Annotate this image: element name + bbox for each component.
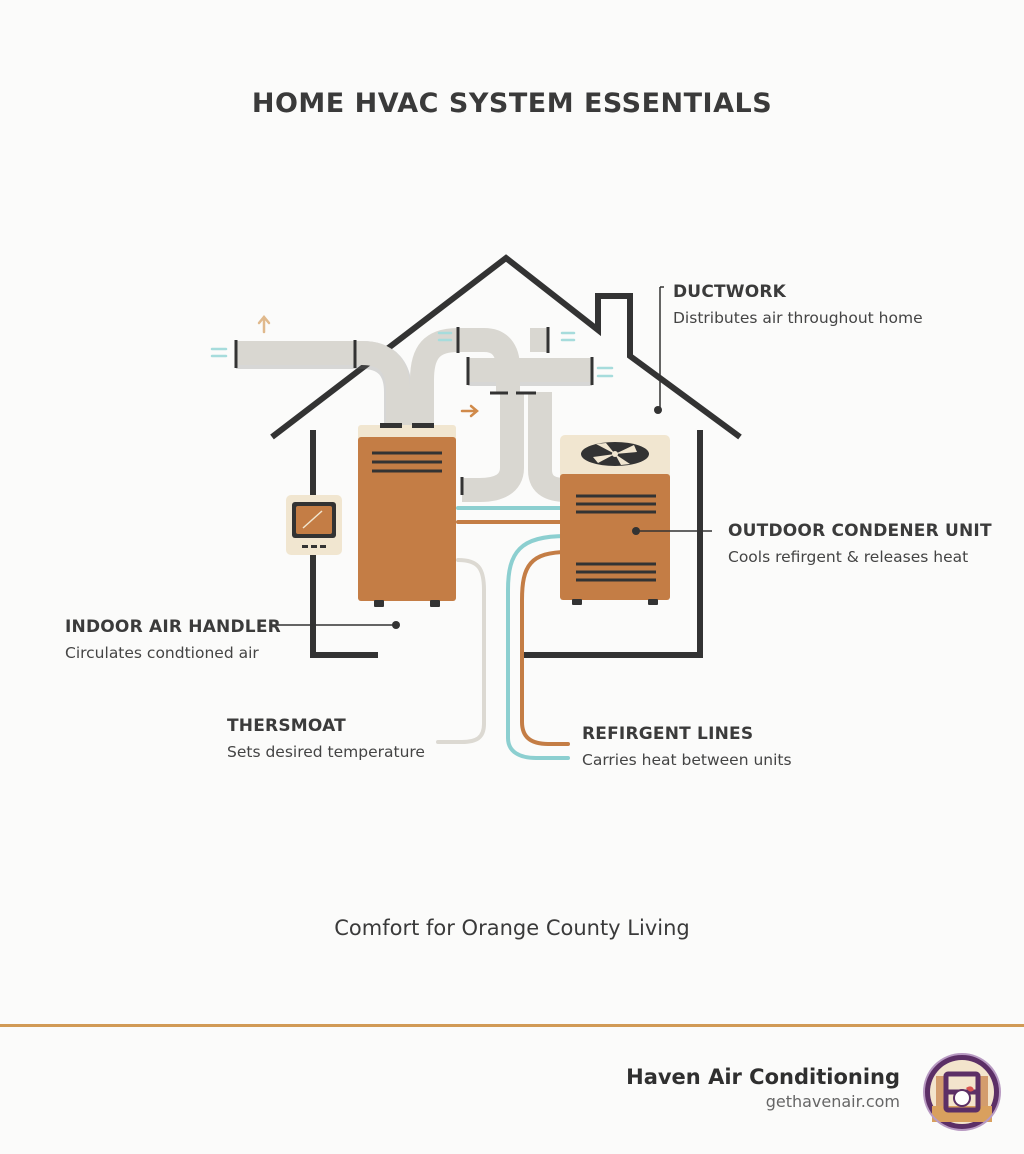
airflow-arrows: [210, 315, 614, 418]
thermostat-callout: THERSMOAT Sets desired temperature: [227, 716, 425, 761]
air-handler-description: Circulates condtioned air: [65, 644, 259, 662]
airflow-arrow-up: [257, 315, 271, 334]
tagline: Comfort for Orange County Living: [334, 916, 690, 940]
indoor-air-handler: [358, 423, 456, 607]
refrigerant-description: Carries heat between units: [582, 751, 792, 769]
refrigerant-lines: [436, 506, 570, 760]
refrigerant-heading: REFIRGENT LINES: [582, 724, 754, 744]
airflow-arrow-right: [460, 404, 479, 418]
thermostat-wire: [436, 558, 486, 744]
page-title: HOME HVAC SYSTEM ESSENTIALS: [251, 88, 773, 119]
leader-lines: [272, 286, 712, 629]
thermostat-heading: THERSMOAT: [227, 716, 346, 736]
brand-name: Haven Air Conditioning: [626, 1065, 900, 1089]
condenser-callout: OUTDOOR CONDENER UNIT Cools refirgent & …: [728, 521, 992, 566]
ductwork-callout: DUCTWORK Distributes air throughout home: [673, 282, 923, 327]
thermostat-device: [286, 495, 342, 555]
ductwork-description: Distributes air throughout home: [673, 309, 923, 327]
brand-logo-icon: [923, 1053, 1001, 1131]
thermostat-description: Sets desired temperature: [227, 743, 425, 761]
refrigerant-callout: REFIRGENT LINES Carries heat between uni…: [582, 724, 792, 769]
brand-url: gethavenair.com: [765, 1092, 900, 1111]
outdoor-condenser-unit: [560, 435, 670, 605]
air-handler-callout: INDOOR AIR HANDLER Circulates condtioned…: [65, 617, 281, 662]
air-handler-heading: INDOOR AIR HANDLER: [65, 617, 281, 637]
ductwork-heading: DUCTWORK: [673, 282, 787, 302]
condenser-heading: OUTDOOR CONDENER UNIT: [728, 521, 992, 541]
ductwork: [234, 327, 594, 502]
footer-divider: [0, 1024, 1024, 1027]
condenser-description: Cools refirgent & releases heat: [728, 548, 969, 566]
fan-icon: [581, 442, 649, 466]
